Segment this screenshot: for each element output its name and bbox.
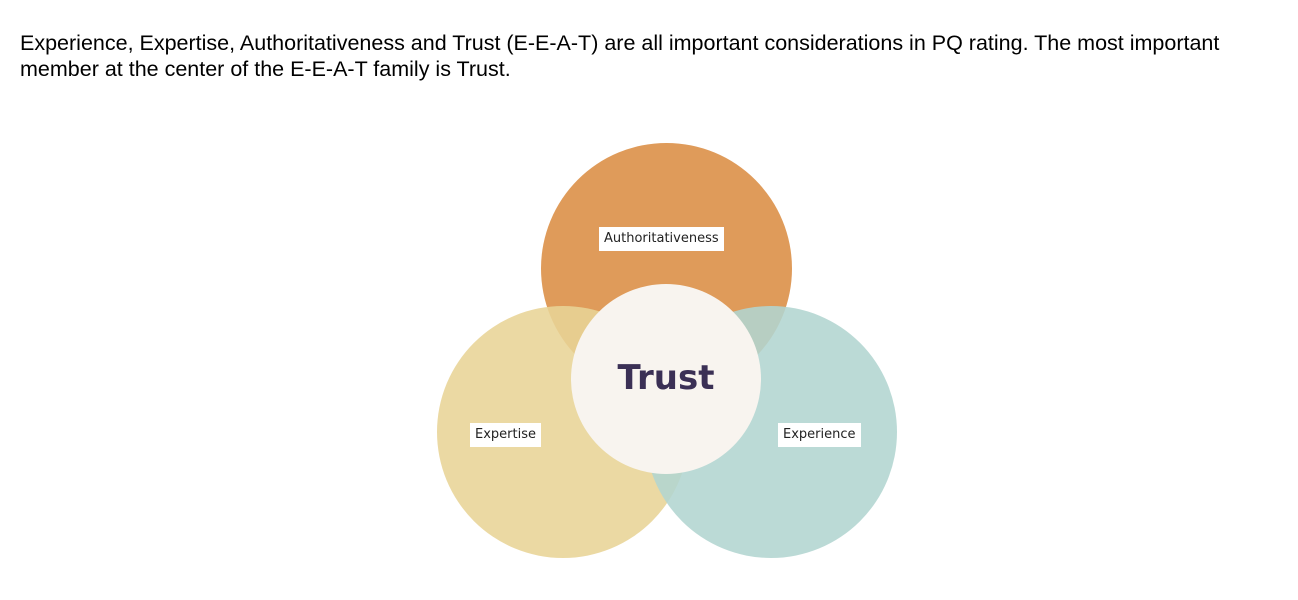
trust-circle [571, 284, 761, 474]
authoritativeness-label: Authoritativeness [599, 227, 724, 251]
expertise-label: Expertise [470, 423, 541, 447]
experience-label: Experience [778, 423, 861, 447]
trust-label: Trust [617, 358, 715, 398]
intro-paragraph: Experience, Expertise, Authoritativeness… [20, 31, 1220, 81]
